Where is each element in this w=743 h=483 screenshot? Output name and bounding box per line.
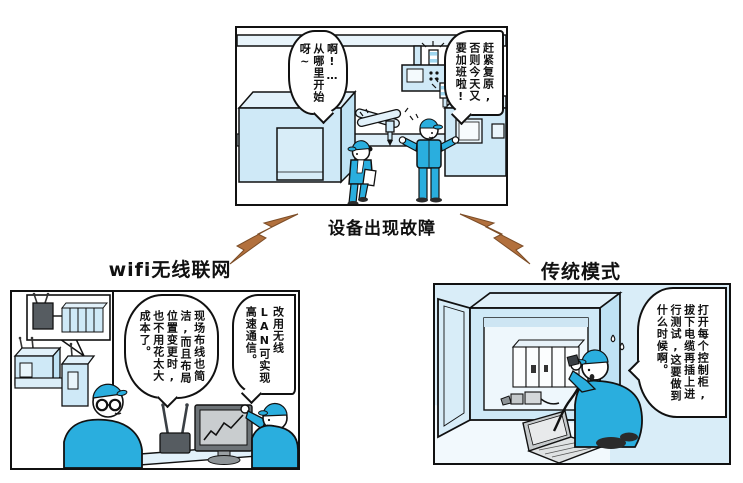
branch-arrow-left xyxy=(226,212,300,268)
speech-text: 现场布线也简 洁,而且布局 位置变更时, 也不用花太大 成本了。 xyxy=(138,309,206,384)
branch-arrow-right xyxy=(450,212,534,270)
worker-female-walking xyxy=(347,140,377,204)
arrow-left-icon xyxy=(229,213,299,265)
cabinet-terminals xyxy=(500,391,560,406)
trigger-label: 设备出现故障 xyxy=(328,219,436,239)
worker-with-glasses xyxy=(63,383,143,468)
speech-text: 打开每个控制柜, 拔下电缆再插上进 行测试,这要做到 什么时候啊。 xyxy=(655,303,710,402)
speech-bubble-simple-wiring: 现场布线也简 洁,而且布局 位置变更时, 也不用花太大 成本了。 xyxy=(124,294,219,409)
worker-male-shrugging xyxy=(398,113,460,203)
speech-bubble-wireless-lan: 改用无线 LAN可实现 高速通信。 xyxy=(232,294,296,405)
speech-text: 改用无线 LAN可实现 高速通信。 xyxy=(244,305,285,384)
branch-label-traditional: 传统模式 xyxy=(540,261,621,283)
speech-bubble-confused: 啊!… 从哪里开始 呀~ xyxy=(288,30,348,125)
worker-pointing-at-monitor xyxy=(240,402,298,468)
speech-bubble-hurry: 赶紧复原, 否则今天又 要加班啦! xyxy=(444,30,504,126)
speech-bubble-tedious-testing: 打开每个控制柜, 拔下电缆再插上进 行测试,这要做到 什么时候啊。 xyxy=(627,287,727,418)
worker-crouching xyxy=(566,334,643,449)
robot-arm xyxy=(355,107,409,146)
ceiling-beam xyxy=(237,34,506,47)
speech-text: 赶紧复原, 否则今天又 要加班啦! xyxy=(454,42,495,104)
panel-wifi-scene: 现场布线也简 洁,而且布局 位置变更时, 也不用花太大 成本了。 改用无线 LA… xyxy=(10,290,300,470)
branch-label-wifi: wifi无线联网 xyxy=(108,259,232,281)
wireless-machine-front xyxy=(60,342,96,407)
panel-factory-scene: 啊!… 从哪里开始 呀~ 赶紧复原, 否则今天又 要加班啦! xyxy=(235,26,508,206)
wireless-access-point xyxy=(159,403,191,454)
wireless-plc-callout xyxy=(26,292,111,359)
monitor-with-chart xyxy=(194,404,253,465)
arrow-right-icon xyxy=(459,213,531,265)
speech-text: 啊!… 从哪里开始 呀~ xyxy=(298,42,339,103)
panel-traditional-scene: 打开每个控制柜, 拔下电缆再插上进 行测试,这要做到 什么时候啊。 xyxy=(433,283,731,465)
